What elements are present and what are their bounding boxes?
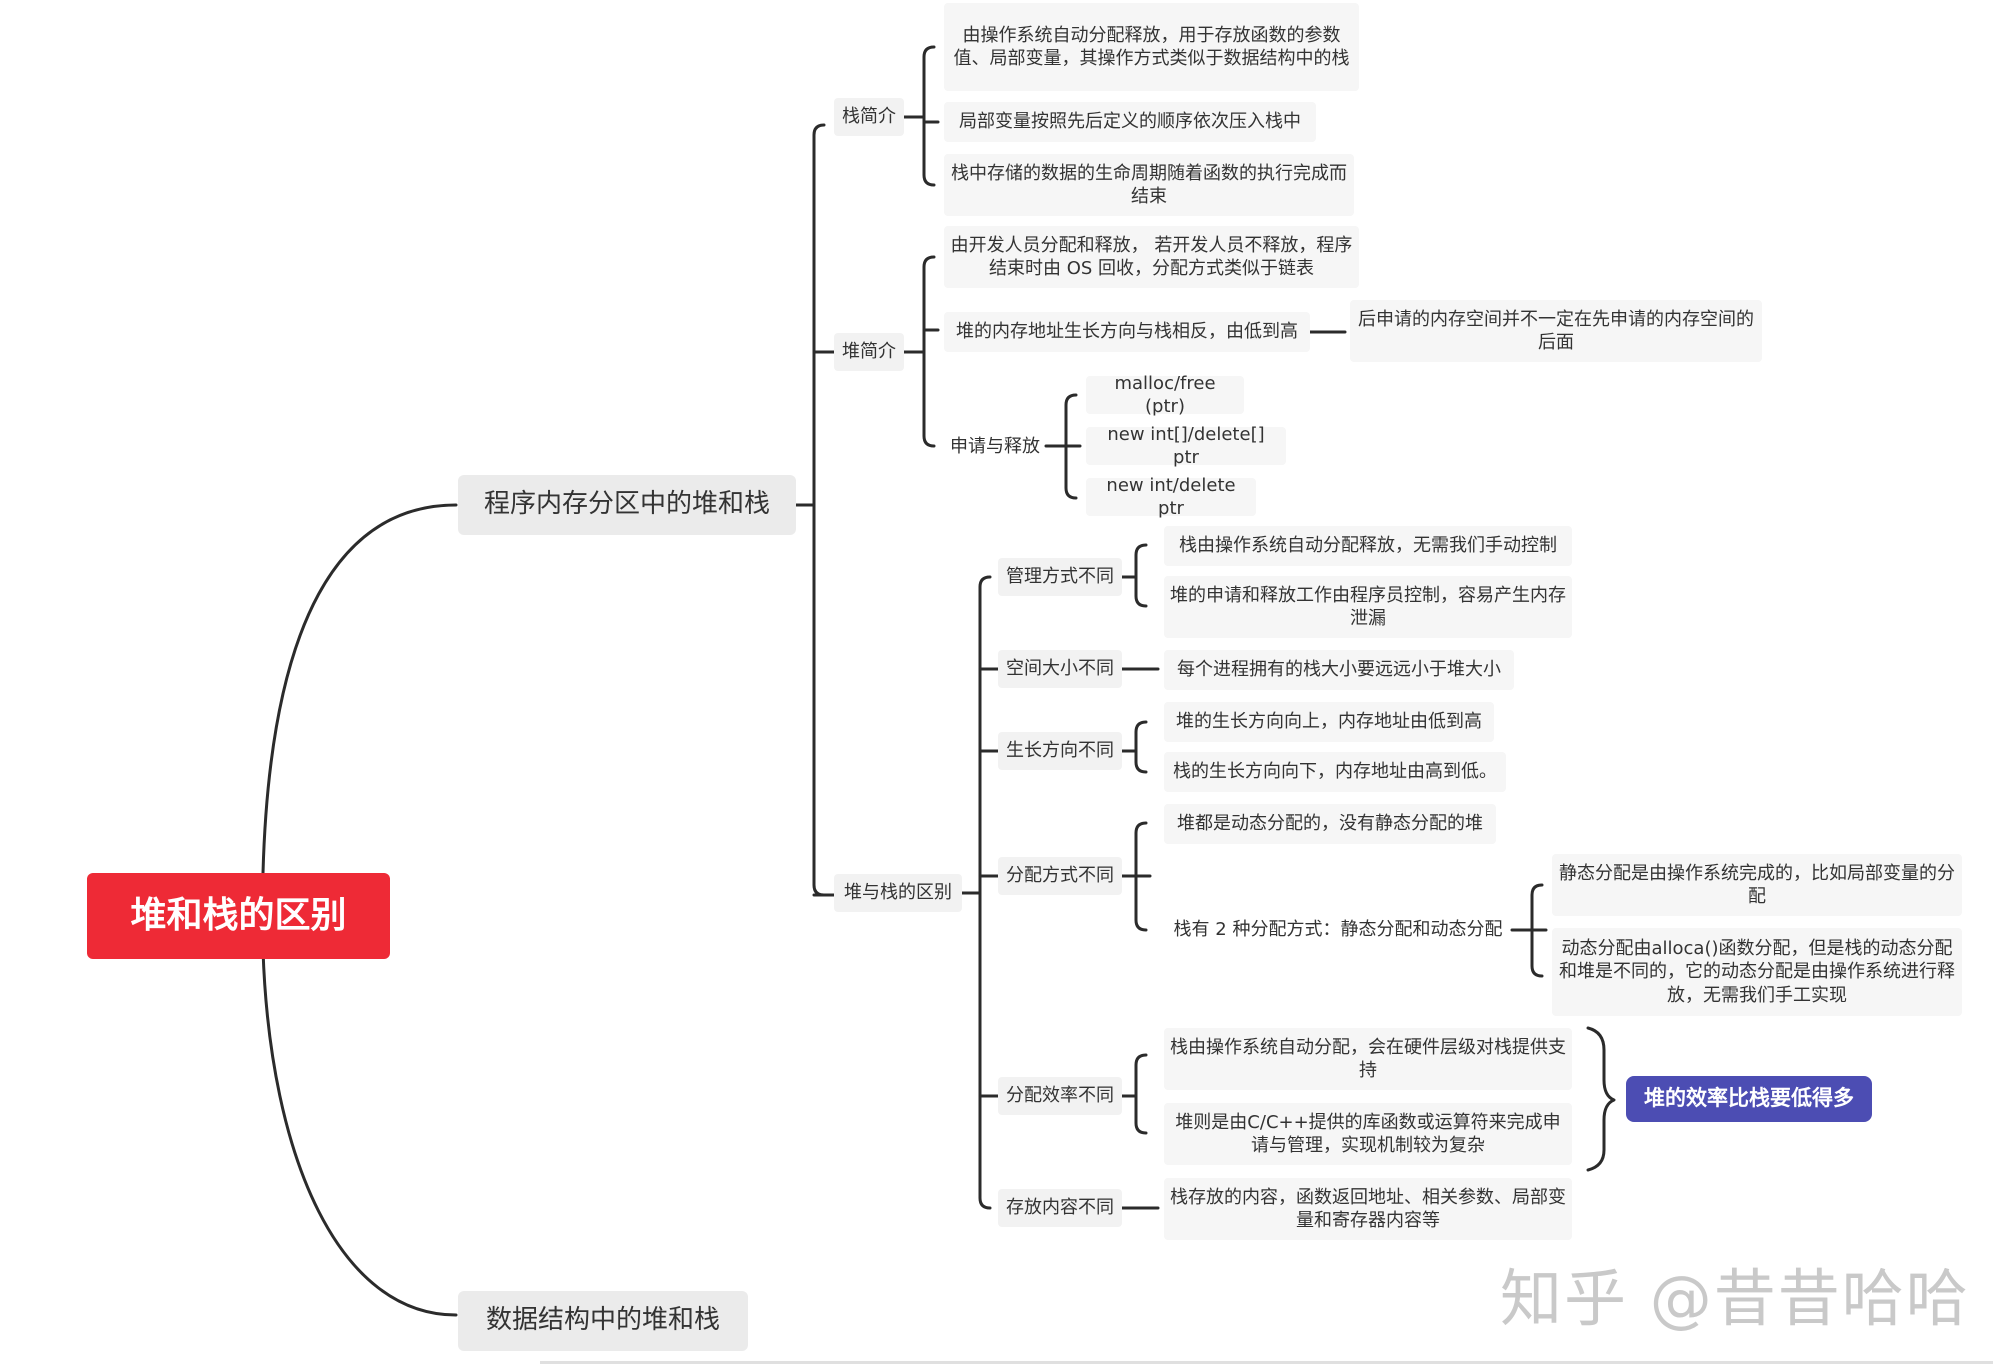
- allocation-static-child[interactable]: 静态分配是由操作系统完成的，比如局部变量的分配: [1552, 854, 1962, 916]
- stack-intro-item-1[interactable]: 由操作系统自动分配释放，用于存放函数的参数值、局部变量，其操作方式类似于数据结构…: [944, 3, 1359, 91]
- heap-intro-dev[interactable]: 由开发人员分配和释放， 若开发人员不释放，程序结束时由 OS 回收，分配方式类似…: [944, 226, 1359, 288]
- size-item-1[interactable]: 每个进程拥有的栈大小要远远小于堆大小: [1164, 650, 1514, 690]
- stack-intro-item-2[interactable]: 局部变量按照先后定义的顺序依次压入栈中: [944, 102, 1316, 142]
- heap-intro-growth-child[interactable]: 后申请的内存空间并不一定在先申请的内存空间的后面: [1350, 300, 1762, 362]
- efficiency-summary[interactable]: 堆的效率比栈要低得多: [1626, 1076, 1872, 1122]
- growth-item-1[interactable]: 堆的生长方向向上，内存地址由低到高: [1164, 702, 1494, 742]
- allocation-node[interactable]: 分配方式不同: [998, 857, 1122, 895]
- allocation-item-two[interactable]: 栈有 2 种分配方式：静态分配和动态分配: [1173, 919, 1503, 941]
- efficiency-node[interactable]: 分配效率不同: [998, 1077, 1122, 1115]
- root-node[interactable]: 堆和栈的区别: [87, 873, 390, 959]
- bottom-divider: [540, 1361, 1993, 1364]
- management-item-2[interactable]: 堆的申请和释放工作由程序员控制，容易产生内存泄漏: [1164, 576, 1572, 638]
- size-node[interactable]: 空间大小不同: [998, 650, 1122, 688]
- growth-item-2[interactable]: 栈的生长方向向下，内存地址由高到低。: [1164, 752, 1506, 792]
- efficiency-item-2[interactable]: 堆则是由C/C++提供的库函数或运算符来完成申请与管理，实现机制较为复杂: [1164, 1103, 1572, 1165]
- alloc-item-new-array[interactable]: new int[]/delete[] ptr: [1086, 424, 1286, 468]
- alloc-release-node[interactable]: 申请与释放: [950, 436, 1040, 458]
- allocation-dynamic-child[interactable]: 动态分配由alloca()函数分配，但是栈的动态分配和堆是不同的，它的动态分配是…: [1552, 928, 1962, 1016]
- content-node[interactable]: 存放内容不同: [998, 1189, 1122, 1227]
- branch-memory[interactable]: 程序内存分区中的堆和栈: [458, 475, 796, 535]
- stack-intro-node[interactable]: 栈简介: [834, 98, 904, 136]
- allocation-item-dynamic[interactable]: 堆都是动态分配的，没有静态分配的堆: [1164, 804, 1496, 844]
- content-item-1[interactable]: 栈存放的内容，函数返回地址、相关参数、局部变量和寄存器内容等: [1164, 1178, 1572, 1240]
- efficiency-item-1[interactable]: 栈由操作系统自动分配，会在硬件层级对栈提供支持: [1164, 1028, 1572, 1090]
- watermark: 知乎 @昔昔哈哈: [1500, 1262, 1970, 1335]
- heap-intro-node[interactable]: 堆简介: [834, 333, 904, 371]
- heap-intro-growth[interactable]: 堆的内存地址生长方向与栈相反，由低到高: [944, 312, 1310, 352]
- stack-intro-item-3[interactable]: 栈中存储的数据的生命周期随着函数的执行完成而结束: [944, 154, 1354, 216]
- alloc-item-new-int[interactable]: new int/delete ptr: [1086, 475, 1256, 519]
- alloc-item-malloc[interactable]: malloc/free (ptr): [1086, 373, 1244, 417]
- management-node[interactable]: 管理方式不同: [998, 558, 1122, 596]
- branch-data-structure[interactable]: 数据结构中的堆和栈: [458, 1291, 748, 1351]
- diff-node[interactable]: 堆与栈的区别: [834, 874, 962, 912]
- management-item-1[interactable]: 栈由操作系统自动分配释放，无需我们手动控制: [1164, 526, 1572, 566]
- growth-node[interactable]: 生长方向不同: [998, 732, 1122, 770]
